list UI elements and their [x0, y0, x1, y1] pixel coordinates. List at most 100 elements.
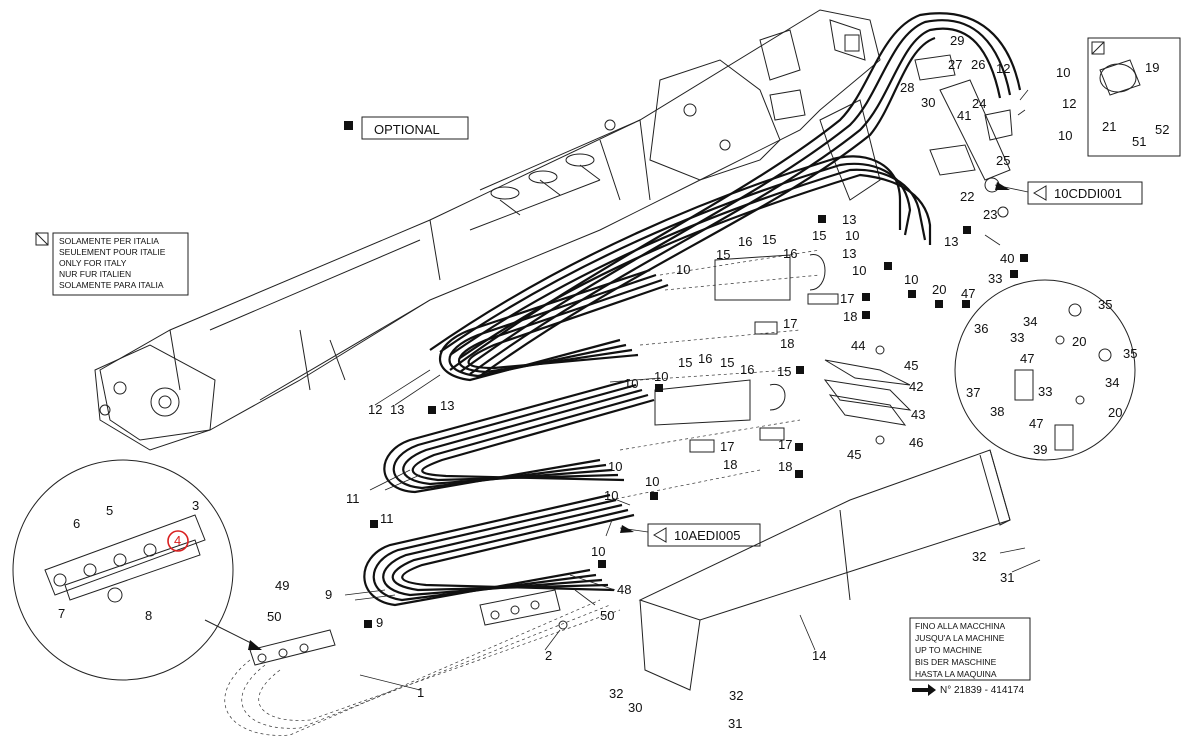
callout-cddi: 10CDDI001 — [994, 181, 1143, 205]
optional-legend: OPTIONAL — [344, 116, 469, 140]
detail-fittings-circle — [954, 279, 1136, 461]
part-label: 51 — [1132, 134, 1146, 149]
part-label: 15 — [812, 228, 826, 243]
callout-aedi-label: 10AEDI005 — [674, 528, 741, 543]
part-label: 5 — [106, 503, 113, 518]
hose-coil-group-11 — [383, 378, 655, 494]
part-label: 39 — [1033, 442, 1047, 457]
italy-line: SEULEMENT POUR ITALIE — [59, 247, 166, 257]
part-label: 3 — [192, 498, 199, 513]
part-label: 33 — [1038, 384, 1052, 399]
part-label: 25 — [996, 153, 1010, 168]
part-label: 48 — [617, 582, 631, 597]
highlight-circle — [167, 530, 189, 552]
part-label: 17 — [840, 291, 854, 306]
part-label: 13 — [842, 246, 856, 261]
part-label: 10 — [904, 272, 918, 287]
part-label: 17 — [783, 316, 797, 331]
part-label: 10 — [845, 228, 859, 243]
part-labels: 1 2 3 4 5 6 7 8 9 9 10 10 10 10 10 10 10… — [58, 33, 1169, 731]
part-label: 15 — [716, 247, 730, 262]
part-label: 16 — [698, 351, 712, 366]
part-label: 40 — [1000, 251, 1014, 266]
part-label: 10 — [645, 474, 659, 489]
part-label: 20 — [1108, 405, 1122, 420]
part-label: 18 — [723, 457, 737, 472]
machine-note-serial: N° 21839 - 414174 — [940, 685, 1025, 696]
optional-label: OPTIONAL — [374, 122, 440, 137]
machine-note-line: HASTA LA MAQUINA — [915, 669, 997, 679]
cylinder-assembly — [914, 54, 1013, 218]
part-label: 9 — [325, 587, 332, 602]
part-label: 47 — [1020, 351, 1034, 366]
part-label: 1 — [417, 685, 424, 700]
leader-lines — [344, 89, 1041, 691]
part-label: 31 — [728, 716, 742, 731]
part-label: 43 — [911, 407, 925, 422]
part-label: 10 — [676, 262, 690, 277]
machine-note-line: UP TO MACHINE — [915, 645, 982, 655]
part-label: 50 — [600, 608, 614, 623]
part-label: 6 — [73, 516, 80, 531]
part-label: 11 — [380, 511, 394, 526]
optional-markers — [364, 215, 1028, 628]
part-label: 34 — [1023, 314, 1037, 329]
part-label: 31 — [1000, 570, 1014, 585]
part-label: 45 — [847, 447, 861, 462]
part-label: 15 — [678, 355, 692, 370]
part-label: 52 — [1155, 122, 1169, 137]
part-label: 13 — [842, 212, 856, 227]
part-label: 10 — [624, 376, 638, 391]
part-label: 10 — [1058, 128, 1072, 143]
callout-aedi: 10AEDI005 — [619, 523, 761, 547]
machine-note-line: JUSQU'A LA MACHINE — [915, 633, 1005, 643]
machine-note: FINO ALLA MACCHINA JUSQU'A LA MACHINE UP… — [909, 617, 1031, 696]
part-label: 16 — [738, 234, 752, 249]
part-label: 13 — [944, 234, 958, 249]
part-label: 24 — [972, 96, 986, 111]
clamp-blocks — [823, 345, 912, 445]
part-label: 13 — [390, 402, 404, 417]
part-label: 15 — [720, 355, 734, 370]
part-label: 46 — [909, 435, 923, 450]
italy-line: SOLAMENTE PARA ITALIA — [59, 280, 164, 290]
part-label: 2 — [545, 648, 552, 663]
part-label: 19 — [1145, 60, 1159, 75]
italy-line: ONLY FOR ITALY — [59, 258, 127, 268]
italy-legend: SOLAMENTE PER ITALIA SEULEMENT POUR ITAL… — [35, 232, 189, 296]
callout-cddi-label: 10CDDI001 — [1054, 186, 1122, 201]
part-label: 14 — [812, 648, 826, 663]
part-label: 10 — [604, 488, 618, 503]
part-label: 10 — [1056, 65, 1070, 80]
part-label: 33 — [1010, 330, 1024, 345]
part-label: 17 — [778, 437, 792, 452]
part-label: 30 — [628, 700, 642, 715]
part-label: 12 — [368, 402, 382, 417]
part-label: 17 — [720, 439, 734, 454]
part-label: 15 — [762, 232, 776, 247]
part-label: 47 — [961, 286, 975, 301]
part-label: 33 — [988, 271, 1002, 286]
part-label: 32 — [729, 688, 743, 703]
part-label: 28 — [900, 80, 914, 95]
part-label: 12 — [1062, 96, 1076, 111]
detail-chain-circle — [12, 459, 262, 681]
part-label: 34 — [1105, 375, 1119, 390]
part-label: 26 — [971, 57, 985, 72]
part-label: 18 — [780, 336, 794, 351]
part-label: 21 — [1102, 119, 1116, 134]
fitting-lines — [609, 249, 839, 501]
part-label: 50 — [267, 609, 281, 624]
guard-tray-14 — [638, 449, 1011, 691]
part-label: 32 — [609, 686, 623, 701]
part-label: 8 — [145, 608, 152, 623]
hose-coil-group-9 — [363, 493, 635, 607]
part-label: 27 — [948, 57, 962, 72]
part-label: 35 — [1098, 297, 1112, 312]
cable-chain — [224, 589, 621, 736]
part-label: 15 — [777, 364, 791, 379]
part-label: 41 — [957, 108, 971, 123]
part-label: 16 — [740, 362, 754, 377]
part-label: 9 — [376, 615, 383, 630]
part-label: 30 — [921, 95, 935, 110]
